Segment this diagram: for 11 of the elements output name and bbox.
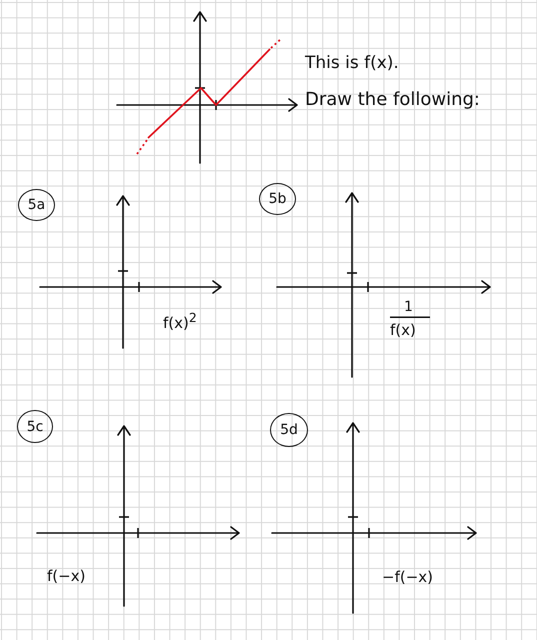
note-text: Draw the following:	[305, 90, 480, 111]
circled-number: 5c	[17, 410, 53, 443]
function-label: f(x)$^{2}$	[163, 311, 197, 332]
function-label: f(−x)	[47, 568, 86, 586]
circled-number: 5d	[270, 413, 308, 447]
function-label: −f(−x)	[382, 569, 433, 586]
fraction-numerator: 1	[404, 299, 413, 316]
fraction-denominator: f(x)	[390, 322, 416, 340]
circled-number: 5b	[259, 183, 296, 215]
note-text: This is f(x).	[305, 54, 399, 74]
circled-number: 5a	[18, 189, 55, 221]
